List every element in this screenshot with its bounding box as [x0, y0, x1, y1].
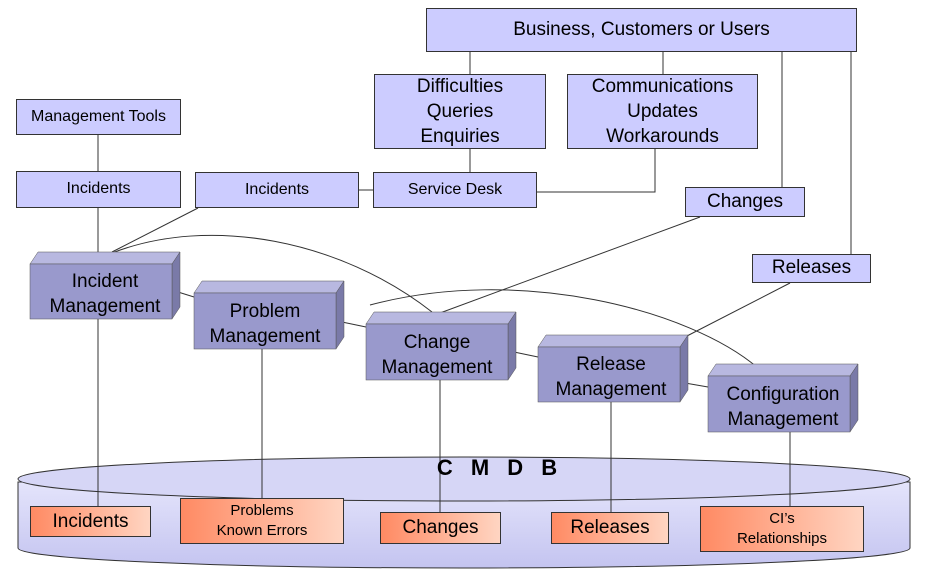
- releases-box-top: Releases: [752, 254, 871, 283]
- service-desk-box: Service Desk: [373, 172, 537, 208]
- cmdb-releases-store: Releases: [551, 512, 669, 544]
- process-shapes: [29, 251, 859, 433]
- problem-management-shape: [193, 280, 345, 350]
- line-communications-servicedesk: [537, 149, 656, 193]
- configuration-management-shape: [707, 363, 859, 433]
- line-changes-change-mgmt: [439, 216, 701, 314]
- difficulties-box: Difficulties Queries Enquiries: [374, 74, 546, 149]
- cmdb-cis-store: CI’s Relationships: [700, 506, 864, 552]
- problem-management-label: Problem Management: [209, 301, 321, 347]
- cmdb-incidents-store: Incidents: [30, 506, 151, 537]
- communications-box: Communications Updates Workarounds: [567, 74, 758, 149]
- line-change-release: [513, 351, 539, 358]
- change-management-label: Change Management: [381, 332, 493, 378]
- change-management-shape: [365, 311, 517, 381]
- line-release-config: [684, 382, 709, 388]
- changes-box-top: Changes: [685, 187, 805, 217]
- curve-problem-config: [369, 289, 759, 369]
- incident-management-label: Incident Management: [49, 271, 161, 317]
- incident-management-shape: [29, 251, 181, 320]
- incidents-box-left: Incidents: [16, 171, 181, 208]
- curve-incident-change: [111, 234, 433, 313]
- release-management-label: Release Management: [555, 354, 667, 400]
- cmdb-changes-store: Changes: [380, 512, 501, 544]
- management-tools-box: Management Tools: [16, 99, 181, 135]
- line-incident-problem: [177, 291, 195, 298]
- cmdb-problems-store: Problems Known Errors: [180, 498, 344, 544]
- cmdb-title: C M D B: [436, 455, 564, 480]
- configuration-management-label: Configuration Management: [726, 384, 840, 430]
- incidents-box-mid: Incidents: [195, 172, 359, 208]
- release-management-shape: [537, 334, 689, 403]
- line-releases-release-mgmt: [684, 282, 791, 338]
- line-incidents2-incident-mgmt: [111, 207, 199, 253]
- line-problem-change: [341, 321, 367, 328]
- connector-lines: [97, 52, 852, 512]
- business-customers-users-box: Business, Customers or Users: [426, 8, 857, 52]
